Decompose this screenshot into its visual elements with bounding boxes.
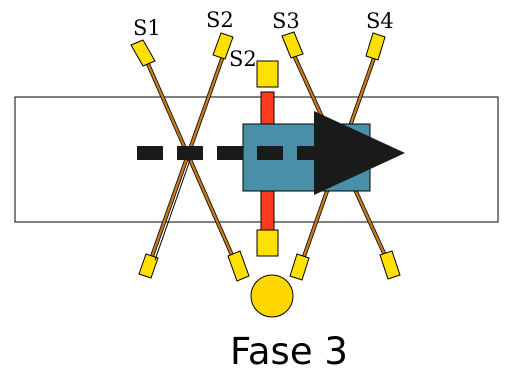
caption: Fase 3: [230, 330, 348, 373]
label-s4: S4: [366, 9, 394, 33]
label-s2-inner: S2: [229, 47, 257, 71]
yellow-ball: [250, 274, 294, 318]
lead-line: [154, 159, 191, 261]
label-s1: S1: [133, 16, 161, 40]
label-s2: S2: [206, 8, 234, 32]
label-s3: S3: [272, 9, 300, 33]
direction-arrow: [137, 111, 405, 195]
